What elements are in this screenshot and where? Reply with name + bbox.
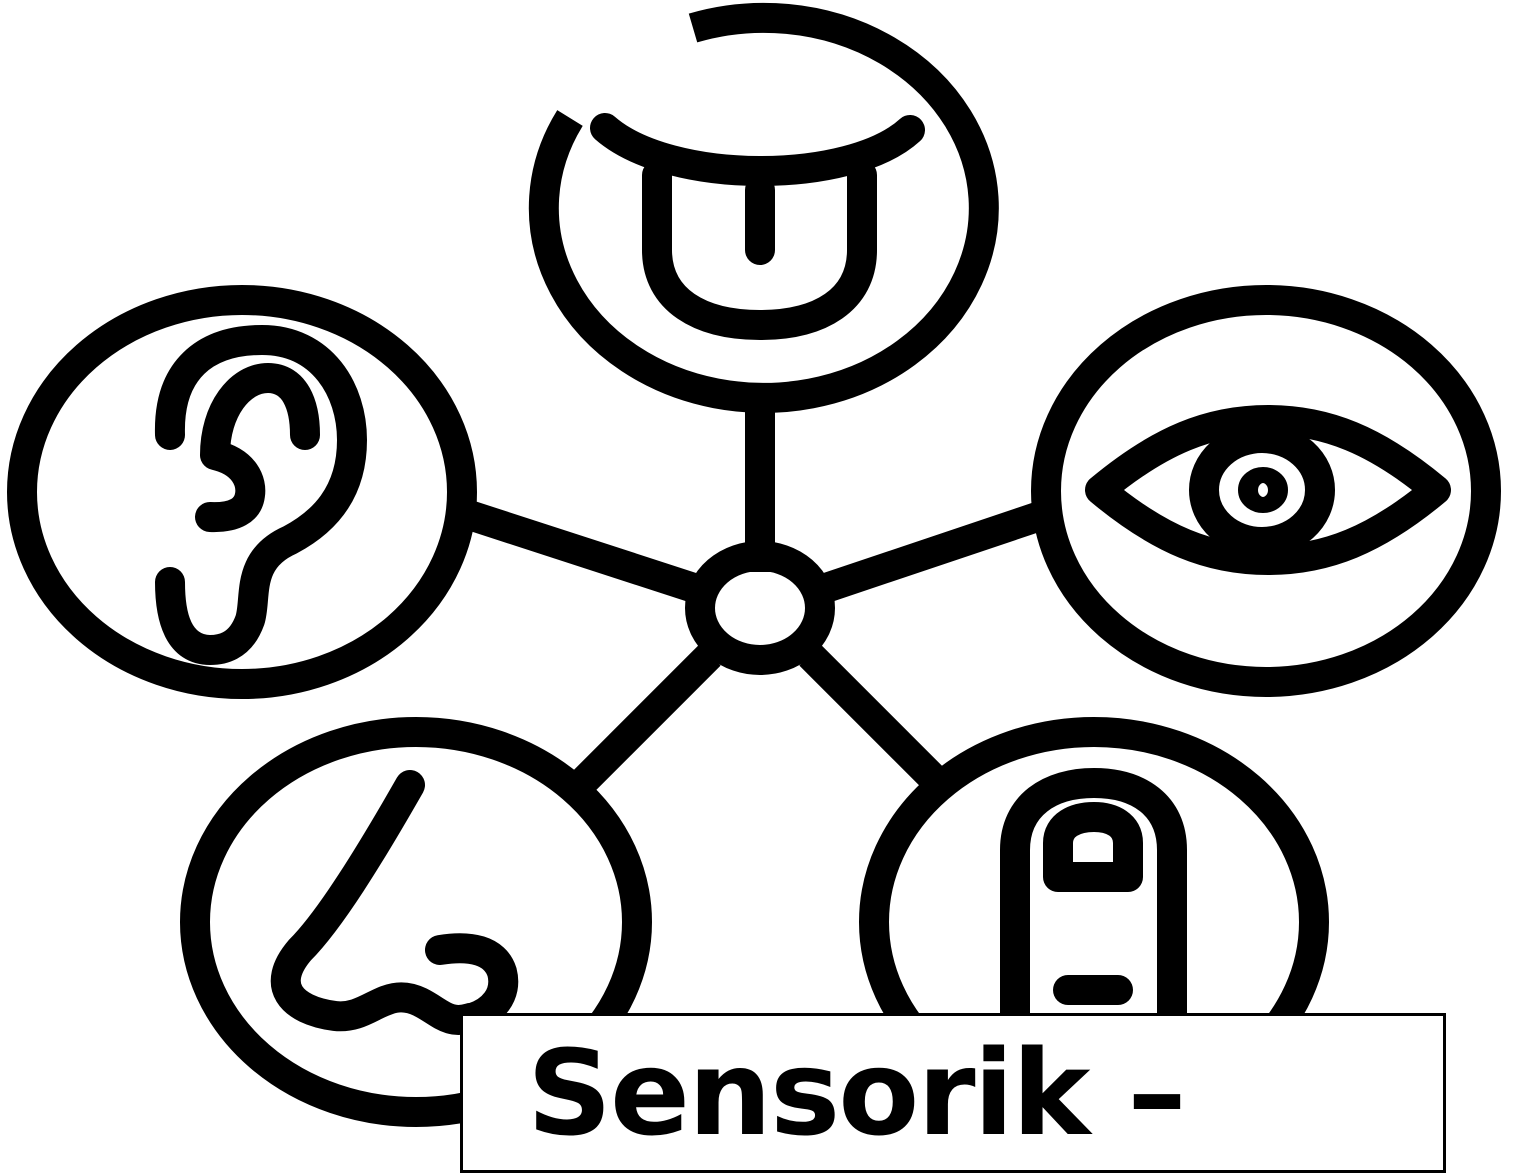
fingernail-icon [1043, 802, 1143, 892]
hearing-circle [7, 285, 477, 699]
nose-icon [270, 770, 485, 1035]
hub-circle [685, 541, 835, 675]
connector-sight [815, 499, 1051, 605]
connector-lines [455, 398, 1051, 796]
connector-touch [799, 644, 946, 791]
sight-circle [1031, 285, 1501, 697]
connector-hearing [455, 497, 705, 605]
eye-icon [1085, 405, 1451, 575]
smell-circle [180, 717, 652, 1127]
senses-diagram [7, 2, 1501, 1131]
taste-node [528, 2, 999, 413]
hearing-node [7, 285, 477, 699]
ear-icon [154, 325, 367, 665]
taste-circle [528, 2, 999, 413]
smell-node [180, 717, 652, 1127]
eye-iris [1189, 423, 1335, 557]
tongue-icon [590, 113, 925, 340]
page-title: Sensorik – [527, 1024, 1187, 1162]
sight-node [1031, 285, 1501, 697]
title-box: Sensorik – [460, 1013, 1446, 1173]
eye-pupil [1238, 467, 1288, 513]
nostril [425, 933, 519, 1033]
finger-icon [1000, 768, 1187, 1131]
connector-smell [569, 644, 721, 796]
